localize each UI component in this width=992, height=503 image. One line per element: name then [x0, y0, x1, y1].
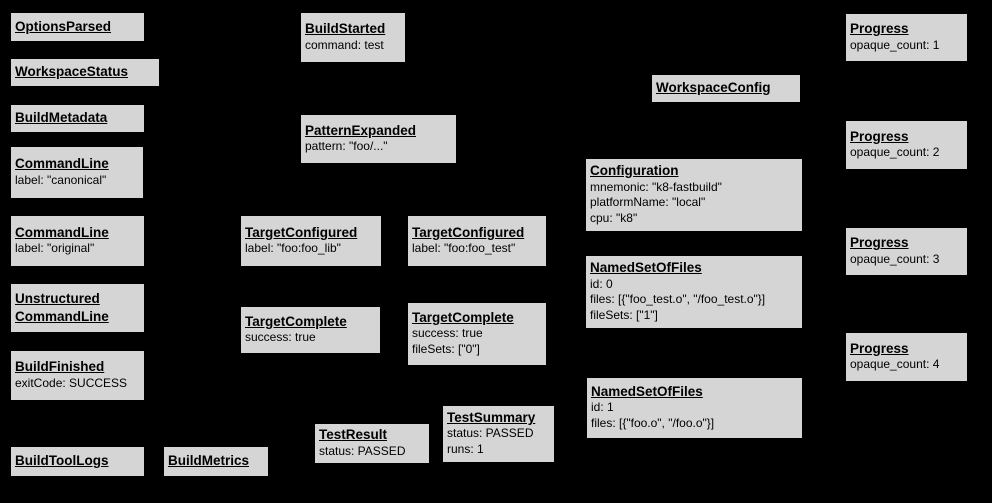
- node-configuration: Configuration mnemonic: "k8-fastbuild" p…: [585, 158, 803, 232]
- node-detail-line: status: PASSED: [447, 426, 534, 441]
- node-test-result: TestResult status: PASSED: [314, 423, 430, 464]
- node-title: CommandLine: [15, 156, 109, 172]
- node-build-metadata: BuildMetadata: [10, 104, 145, 133]
- node-detail-line: success: true: [412, 326, 483, 341]
- node-title: CommandLine: [15, 308, 109, 324]
- node-title: OptionsParsed: [15, 18, 112, 34]
- node-detail-line: id: 1: [591, 400, 614, 415]
- node-detail-line: files: [{"foo_test.o", "/foo_test.o"}]: [590, 292, 766, 307]
- node-workspace-config: WorkspaceConfig: [651, 74, 801, 103]
- node-title: BuildMetadata: [15, 110, 108, 126]
- node-detail-line: opaque_count: 4: [850, 357, 940, 372]
- node-progress-2: Progress opaque_count: 2: [845, 120, 968, 170]
- node-detail-line: label: "original": [15, 241, 95, 256]
- node-progress-4: Progress opaque_count: 4: [845, 332, 968, 382]
- node-title: Unstructured: [15, 290, 100, 306]
- node-named-set-of-files-0: NamedSetOfFiles id: 0 files: [{"foo_test…: [585, 255, 803, 329]
- node-title: BuildToolLogs: [15, 453, 109, 469]
- node-options-parsed: OptionsParsed: [10, 12, 145, 42]
- node-command-line-original: CommandLine label: "original": [10, 215, 145, 267]
- node-detail-line: runs: 1: [447, 442, 484, 457]
- node-detail-line: label: "foo:foo_test": [412, 241, 516, 256]
- node-detail-line: exitCode: SUCCESS: [15, 375, 128, 390]
- node-title: TestSummary: [447, 409, 536, 425]
- node-detail-line: command: test: [305, 37, 384, 52]
- node-named-set-of-files-1: NamedSetOfFiles id: 1 files: [{"foo.o", …: [586, 377, 803, 439]
- node-target-complete-lib: TargetComplete success: true: [240, 306, 381, 354]
- node-build-started: BuildStarted command: test: [300, 12, 406, 63]
- node-title: TargetConfigured: [412, 224, 525, 240]
- node-detail-line: label: "canonical": [15, 172, 107, 187]
- node-command-line-canonical: CommandLine label: "canonical": [10, 146, 144, 199]
- node-progress-3: Progress opaque_count: 3: [845, 227, 968, 276]
- node-detail-line: id: 0: [590, 276, 613, 291]
- node-target-configured-test: TargetConfigured label: "foo:foo_test": [407, 215, 547, 267]
- node-title: WorkspaceConfig: [656, 80, 771, 96]
- node-detail-line: label: "foo:foo_lib": [245, 241, 341, 256]
- node-progress-1: Progress opaque_count: 1: [845, 13, 968, 62]
- node-detail-line: fileSets: ["0"]: [412, 342, 480, 357]
- node-title: Progress: [850, 340, 909, 356]
- node-detail-line: platformName: "local": [590, 195, 706, 210]
- node-detail-line: fileSets: ["1"]: [590, 308, 658, 323]
- node-build-tool-logs: BuildToolLogs: [10, 446, 145, 477]
- node-title: Configuration: [590, 162, 679, 178]
- node-build-finished: BuildFinished exitCode: SUCCESS: [10, 350, 145, 401]
- node-detail-line: mnemonic: "k8-fastbuild": [590, 179, 722, 194]
- node-detail-line: success: true: [245, 330, 316, 345]
- node-detail-line: opaque_count: 3: [850, 251, 940, 266]
- node-workspace-status: WorkspaceStatus: [10, 58, 160, 87]
- node-title: BuildStarted: [305, 21, 386, 37]
- node-target-complete-test: TargetComplete success: true fileSets: […: [407, 302, 547, 366]
- node-detail-line: pattern: "foo/...": [305, 139, 388, 154]
- node-title: TargetComplete: [245, 313, 347, 329]
- node-title: BuildMetrics: [168, 453, 250, 469]
- node-unstructured-command-line: Unstructured CommandLine: [10, 283, 145, 333]
- node-title: TargetConfigured: [245, 224, 358, 240]
- node-detail-line: cpu: "k8": [590, 211, 638, 226]
- node-detail-line: opaque_count: 2: [850, 145, 940, 160]
- node-pattern-expanded: PatternExpanded pattern: "foo/...": [300, 114, 457, 164]
- node-title: WorkspaceStatus: [15, 64, 129, 80]
- node-build-metrics: BuildMetrics: [163, 446, 269, 477]
- node-detail-line: opaque_count: 1: [850, 37, 940, 52]
- node-title: BuildFinished: [15, 359, 105, 375]
- node-title: Progress: [850, 128, 909, 144]
- node-detail-line: status: PASSED: [319, 443, 406, 458]
- node-title: NamedSetOfFiles: [590, 259, 702, 275]
- node-test-summary: TestSummary status: PASSED runs: 1: [442, 405, 555, 463]
- node-detail-line: files: [{"foo.o", "/foo.o"}]: [591, 416, 715, 431]
- node-title: TargetComplete: [412, 309, 514, 325]
- node-title: TestResult: [319, 427, 388, 443]
- node-title: Progress: [850, 21, 909, 37]
- node-title: Progress: [850, 235, 909, 251]
- node-title: NamedSetOfFiles: [591, 383, 703, 399]
- node-title: CommandLine: [15, 224, 109, 240]
- node-target-configured-lib: TargetConfigured label: "foo:foo_lib": [240, 215, 382, 267]
- node-title: PatternExpanded: [305, 122, 417, 138]
